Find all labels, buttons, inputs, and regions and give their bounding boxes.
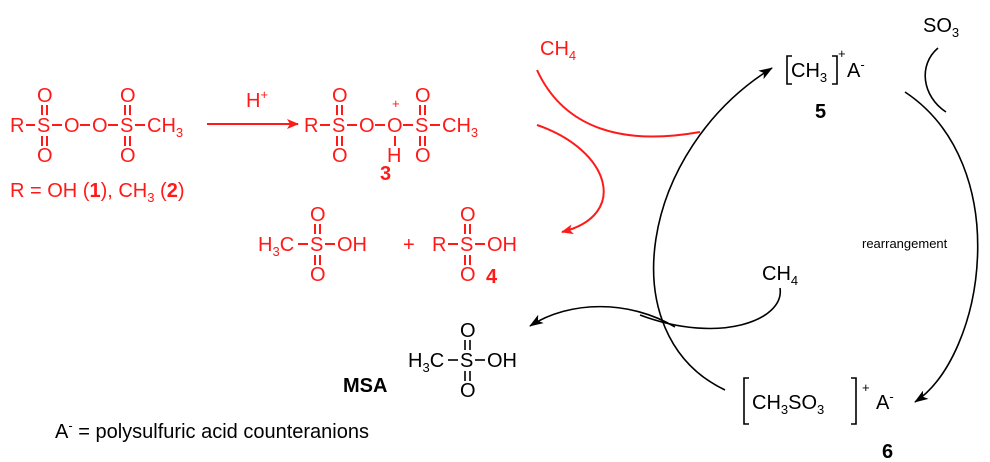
peroxide-s1: S xyxy=(37,115,50,137)
so3-insertion-curve xyxy=(924,47,947,113)
cleavage-arrow xyxy=(536,124,605,235)
cycle-right-arc xyxy=(904,91,979,403)
cycle-left-arc xyxy=(652,67,773,391)
peroxide-structure: R S O O O O S O O CH3 xyxy=(10,85,183,167)
methane-mid-curve xyxy=(639,287,781,330)
r-definition: R = OH (1), CH3 (2) xyxy=(10,180,185,205)
peroxide-o-bot1: O xyxy=(37,145,53,167)
plus-sign: + xyxy=(403,234,415,256)
msa-o-bot: O xyxy=(460,380,476,402)
p4-o-bot: O xyxy=(460,264,476,286)
msa-o-top: O xyxy=(460,320,476,342)
int-o1: O xyxy=(359,115,375,137)
cation-5-anion: A- xyxy=(847,57,865,82)
msa-structure: H3C S O O OH MSA xyxy=(343,320,517,402)
cation-6-anion: A- xyxy=(876,389,894,414)
cation-6-charge: + xyxy=(862,380,870,395)
bracket-right xyxy=(851,377,857,425)
int-ch3: CH3 xyxy=(442,115,478,140)
cation-5: CH3 + A- 5 xyxy=(786,46,865,123)
reagent-h-plus: H+ xyxy=(246,87,268,112)
p4-oh: OH xyxy=(487,234,517,256)
red-msa-oh: OH xyxy=(337,234,367,256)
peroxide-o2: O xyxy=(92,115,108,137)
msa-oh: OH xyxy=(487,350,517,372)
p4-s: S xyxy=(460,234,473,256)
so3-reagent: SO3 xyxy=(923,15,959,40)
int-o-bot2: O xyxy=(415,145,431,167)
red-msa-o-top: O xyxy=(310,204,326,226)
product-4-structure: R S O O OH 4 xyxy=(432,204,517,288)
red-msa-h3c: H3C xyxy=(258,234,294,259)
compound-label-4: 4 xyxy=(486,266,498,288)
compound-label-6: 6 xyxy=(882,441,893,462)
p4-r: R xyxy=(432,234,446,256)
int-h: H xyxy=(387,145,401,167)
int-s1: S xyxy=(332,115,345,137)
int-o-bot1: O xyxy=(332,145,348,167)
counteranion-note: A- = polysulfuric acid counteranions xyxy=(55,418,369,443)
bracket-left xyxy=(743,377,749,425)
int-o-top2: O xyxy=(415,85,431,107)
peroxide-ch3: CH3 xyxy=(147,115,183,140)
intermediate-3-structure: R S O O O O + H S O O CH3 3 xyxy=(304,85,478,185)
red-msa-product: H3C S O O OH xyxy=(258,204,367,286)
cation-5-ch3: CH3 xyxy=(791,60,827,85)
cation-6: CH3SO3 + A- 6 xyxy=(743,377,894,462)
peroxide-r: R xyxy=(10,115,24,137)
peroxide-o-top1: O xyxy=(37,85,53,107)
red-msa-o-bot: O xyxy=(310,264,326,286)
msa-s: S xyxy=(460,350,473,372)
peroxide-o1: O xyxy=(64,115,80,137)
peroxide-o-top2: O xyxy=(120,85,136,107)
methane-mid: CH4 xyxy=(762,263,798,288)
msa-h3c: H3C xyxy=(408,350,444,375)
peroxide-s2: S xyxy=(120,115,133,137)
methane-attack-curve xyxy=(536,69,701,138)
cation-6-ch3so3: CH3SO3 xyxy=(752,392,824,417)
int-r: R xyxy=(304,115,318,137)
rearrangement-label: rearrangement xyxy=(862,236,948,251)
int-o2: O xyxy=(387,115,403,137)
int-o-plus: + xyxy=(392,96,400,111)
methane-top: CH4 xyxy=(540,38,576,63)
red-msa-s: S xyxy=(310,234,323,256)
int-s2: S xyxy=(415,115,428,137)
bracket-left xyxy=(786,55,792,85)
msa-label: MSA xyxy=(343,375,387,397)
cation-5-charge: + xyxy=(838,46,846,61)
int-o-top1: O xyxy=(332,85,348,107)
compound-label-5: 5 xyxy=(815,101,826,123)
msa-release-arrow xyxy=(529,305,676,328)
p4-o-top: O xyxy=(460,204,476,226)
bracket-right xyxy=(832,55,838,85)
compound-label-3: 3 xyxy=(380,163,391,185)
peroxide-o-bot2: O xyxy=(120,145,136,167)
